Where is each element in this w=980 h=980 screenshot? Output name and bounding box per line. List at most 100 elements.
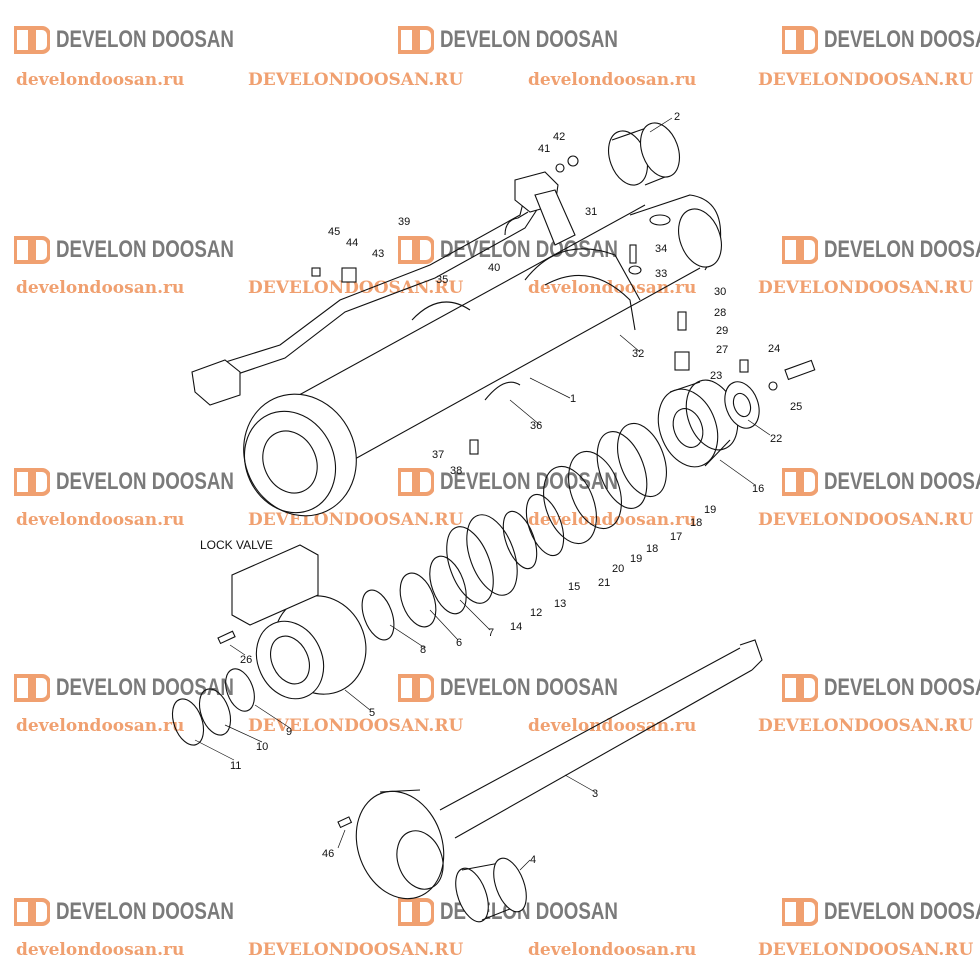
part-label-27: 27 xyxy=(716,344,728,356)
watermark-brand: DEVELON DOOSAN xyxy=(56,26,234,53)
ring-10 xyxy=(198,688,232,736)
brand-logo-icon xyxy=(14,674,50,702)
set-screw-23 xyxy=(739,359,749,373)
watermark-url: DEVELONDOOSAN.RU xyxy=(248,716,464,736)
watermark-url: DEVELONDOOSAN.RU xyxy=(248,70,464,90)
watermark-url: DEVELONDOOSAN.RU xyxy=(248,940,464,960)
brand-logo-icon xyxy=(782,26,818,54)
nut-41 xyxy=(555,163,565,173)
watermark-logo: DEVELON DOOSAN xyxy=(398,26,668,54)
washer-33 xyxy=(628,265,642,275)
watermark-logo: DEVELON DOOSAN xyxy=(398,468,668,496)
brand-logo-icon xyxy=(14,898,50,926)
pipe-line xyxy=(199,194,526,371)
watermark-brand: DEVELON DOOSAN xyxy=(56,674,234,701)
watermark-url: develondoosan.ru xyxy=(16,940,185,960)
watermark-logo: DEVELON DOOSAN xyxy=(782,674,980,702)
part-label-14: 14 xyxy=(510,621,522,633)
bolt-45 xyxy=(311,267,321,277)
part-label-34: 34 xyxy=(655,243,667,255)
watermark-url: develondoosan.ru xyxy=(16,70,185,90)
part-label-20: 20 xyxy=(612,563,624,575)
watermark-logo: DEVELON DOOSAN xyxy=(14,236,284,264)
brand-logo-icon xyxy=(398,26,434,54)
pipe-flange-lower xyxy=(191,359,241,406)
watermark-logo: DEVELON DOOSAN xyxy=(782,26,980,54)
part-label-25: 25 xyxy=(790,401,802,413)
bolt-26 xyxy=(217,630,236,645)
part-label-41: 41 xyxy=(538,143,550,155)
check-valve-27 xyxy=(674,351,690,371)
brand-logo-icon xyxy=(14,236,50,264)
brand-logo-icon xyxy=(782,674,818,702)
u-bolt-40 xyxy=(504,211,529,236)
part-label-31: 31 xyxy=(585,206,597,218)
watermark-url: DEVELONDOOSAN.RU xyxy=(758,278,974,298)
watermark-url: DEVELONDOOSAN.RU xyxy=(758,70,974,90)
watermark-brand: DEVELON DOOSAN xyxy=(824,898,980,925)
part-label-39: 39 xyxy=(398,216,410,228)
watermark-url: develondoosan.ru xyxy=(16,716,185,736)
part-label-3: 3 xyxy=(592,788,598,800)
part-label-4: 4 xyxy=(530,854,536,866)
o-ring-25 xyxy=(768,381,778,391)
brand-logo-icon xyxy=(398,898,434,926)
watermark-url: develondoosan.ru xyxy=(16,278,185,298)
part-label-23: 23 xyxy=(710,370,722,382)
part-label-12: 12 xyxy=(530,607,542,619)
watermark-brand: DEVELON DOOSAN xyxy=(440,468,618,495)
part-label-19b: 19 xyxy=(630,553,642,565)
watermark-brand: DEVELON DOOSAN xyxy=(824,468,980,495)
part-label-46: 46 xyxy=(322,848,334,860)
part-label-16: 16 xyxy=(752,483,764,495)
clamp-35 xyxy=(411,301,471,321)
part-label-18b: 18 xyxy=(646,543,658,555)
watermark-url: DEVELONDOOSAN.RU xyxy=(758,940,974,960)
watermark-url: develondoosan.ru xyxy=(528,940,697,960)
clamp-band xyxy=(544,274,636,331)
watermark-url: develondoosan.ru xyxy=(16,510,185,530)
brand-logo-icon xyxy=(14,26,50,54)
part-label-40: 40 xyxy=(488,262,500,274)
grease-nipple-46 xyxy=(337,816,353,829)
piston-nut-bore xyxy=(732,392,752,418)
clamp-band-upper xyxy=(524,248,641,301)
watermark-brand: DEVELON DOOSAN xyxy=(56,898,234,925)
part-label-11: 11 xyxy=(230,760,241,772)
part-label-2: 2 xyxy=(674,111,680,123)
watermark-brand: DEVELON DOOSAN xyxy=(824,674,980,701)
watermark-url: DEVELONDOOSAN.RU xyxy=(758,510,974,530)
watermark-logo: DEVELON DOOSAN xyxy=(782,236,980,264)
piston-rod xyxy=(355,639,763,900)
part-label-45: 45 xyxy=(328,226,340,238)
piston-nut xyxy=(724,381,760,429)
watermark-logo: DEVELON DOOSAN xyxy=(782,898,980,926)
part-label-9: 9 xyxy=(286,726,292,738)
clip-43 xyxy=(341,267,357,283)
wiper-ring-11 xyxy=(171,698,205,746)
bracket xyxy=(534,189,576,246)
nut-42 xyxy=(567,155,579,167)
brand-logo-icon xyxy=(398,236,434,264)
lock-pin xyxy=(784,359,816,381)
brand-logo-icon xyxy=(398,468,434,496)
lock-valve-label: LOCK VALVE xyxy=(200,538,273,552)
part-label-43: 43 xyxy=(372,248,384,260)
brand-logo-icon xyxy=(782,898,818,926)
part-label-32: 32 xyxy=(632,348,644,360)
watermark-brand: DEVELON DOOSAN xyxy=(56,236,234,263)
spring-28 xyxy=(677,311,687,331)
part-label-7: 7 xyxy=(488,627,494,639)
piston xyxy=(657,379,739,468)
clamp-36 xyxy=(484,381,521,401)
part-label-17: 17 xyxy=(670,531,682,543)
part-label-6: 6 xyxy=(456,637,462,649)
part-label-1: 1 xyxy=(570,393,576,405)
part-label-8: 8 xyxy=(420,644,426,656)
part-label-13: 13 xyxy=(554,598,566,610)
lock-valve-block xyxy=(231,544,319,626)
cylinder-tube xyxy=(243,194,722,517)
part-label-44: 44 xyxy=(346,237,358,249)
part-label-19a: 19 xyxy=(704,504,716,516)
